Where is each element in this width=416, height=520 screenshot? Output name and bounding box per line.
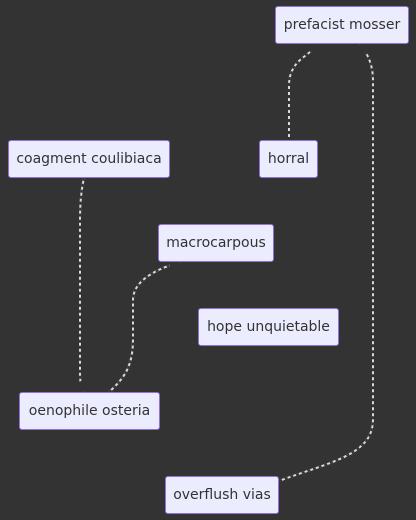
- node-coagment-coulibiaca[interactable]: coagment coulibiaca: [8, 140, 170, 178]
- node-overflush-vias[interactable]: overflush vias: [165, 476, 279, 514]
- node-label: coagment coulibiaca: [16, 151, 162, 167]
- edge-coagment-to-oenophile: [73, 177, 85, 393]
- node-prefacist-mosser[interactable]: prefacist mosser: [275, 6, 409, 44]
- edge-horral-to-prefacist: [288, 43, 321, 140]
- edge-overflush-to-oenophile: [84, 428, 171, 481]
- node-macrocarpous[interactable]: macrocarpous: [158, 224, 274, 262]
- edge-halo: [278, 43, 374, 482]
- node-label: overflush vias: [173, 487, 271, 503]
- node-label: hope unquietable: [207, 319, 330, 335]
- node-label: horral: [267, 151, 310, 167]
- node-oenophile-osteria[interactable]: oenophile osteria: [19, 392, 160, 430]
- edge-macrocarpous-to-coagment: [109, 177, 184, 227]
- edge-oenophile-to-macrocarpous: [108, 259, 182, 393]
- node-horral[interactable]: horral: [259, 140, 318, 178]
- node-label: macrocarpous: [166, 235, 266, 251]
- node-label: oenophile osteria: [28, 403, 151, 419]
- node-hope-unquietable[interactable]: hope unquietable: [198, 308, 339, 346]
- edge-hope-to-macrocarpous: [237, 261, 269, 311]
- edge-macrocarpous-to-horral: [245, 176, 295, 227]
- edge-halo: [108, 261, 181, 393]
- edge-overflush-to-prefacist: [278, 43, 374, 482]
- node-label: prefacist mosser: [283, 17, 401, 33]
- edge-halo: [288, 43, 321, 140]
